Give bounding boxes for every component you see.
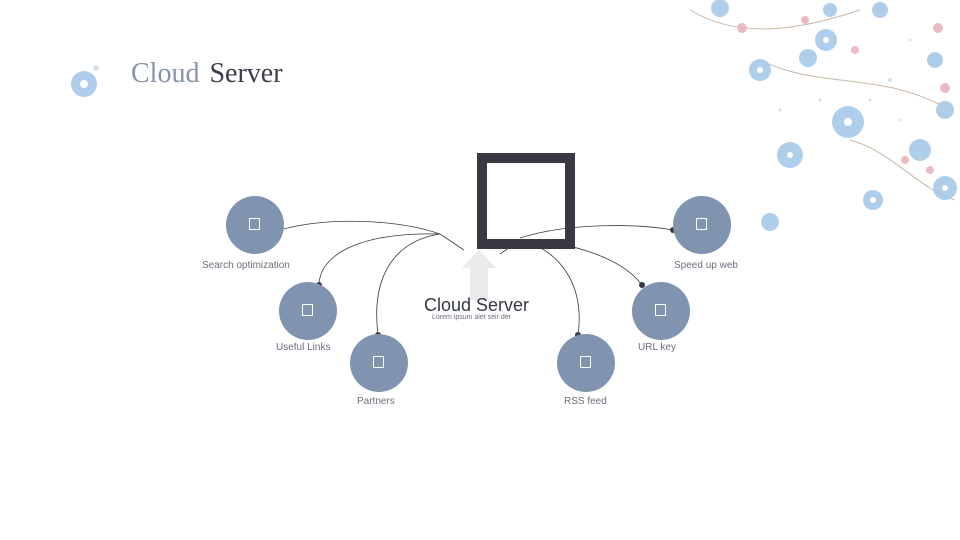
slide-title-word1: Cloud [131, 58, 200, 89]
node-partners [350, 334, 408, 392]
missing-glyph-icon [373, 356, 384, 368]
node-rss-feed [557, 334, 615, 392]
center-title: Cloud Server [424, 295, 530, 315]
missing-glyph-icon [580, 356, 591, 368]
flower-title-left [71, 65, 99, 97]
missing-glyph-icon [696, 218, 707, 230]
center-subtitle: Lorem ipsum alet seir der [432, 314, 511, 321]
slide-title: Cloud Server [131, 56, 283, 92]
node-speed-up-web [673, 196, 731, 254]
label-search-optimization: Search optimization [202, 260, 290, 271]
slide-title-word2: Server [209, 58, 283, 89]
connector-speed-up-web [519, 225, 674, 239]
missing-glyph-icon [655, 304, 666, 316]
server-box-icon [477, 153, 575, 249]
label-speed-up-web: Speed up web [674, 260, 738, 271]
connector-rss-feed [519, 239, 580, 336]
connector-useful-links [318, 233, 441, 286]
flower-cluster-top-right [689, 0, 957, 231]
missing-glyph-icon [302, 304, 313, 316]
node-search-optimization [226, 196, 284, 254]
connector-search-optimization [279, 220, 441, 235]
label-useful-links: Useful Links [276, 342, 331, 353]
node-useful-links [279, 282, 337, 340]
node-url-key [632, 282, 690, 340]
label-partners: Partners [357, 396, 395, 407]
label-url-key: URL key [638, 342, 676, 353]
label-rss-feed: RSS feed [564, 396, 607, 407]
connector-partners [376, 233, 441, 336]
up-arrow-icon [462, 250, 496, 300]
missing-glyph-icon [249, 218, 260, 230]
